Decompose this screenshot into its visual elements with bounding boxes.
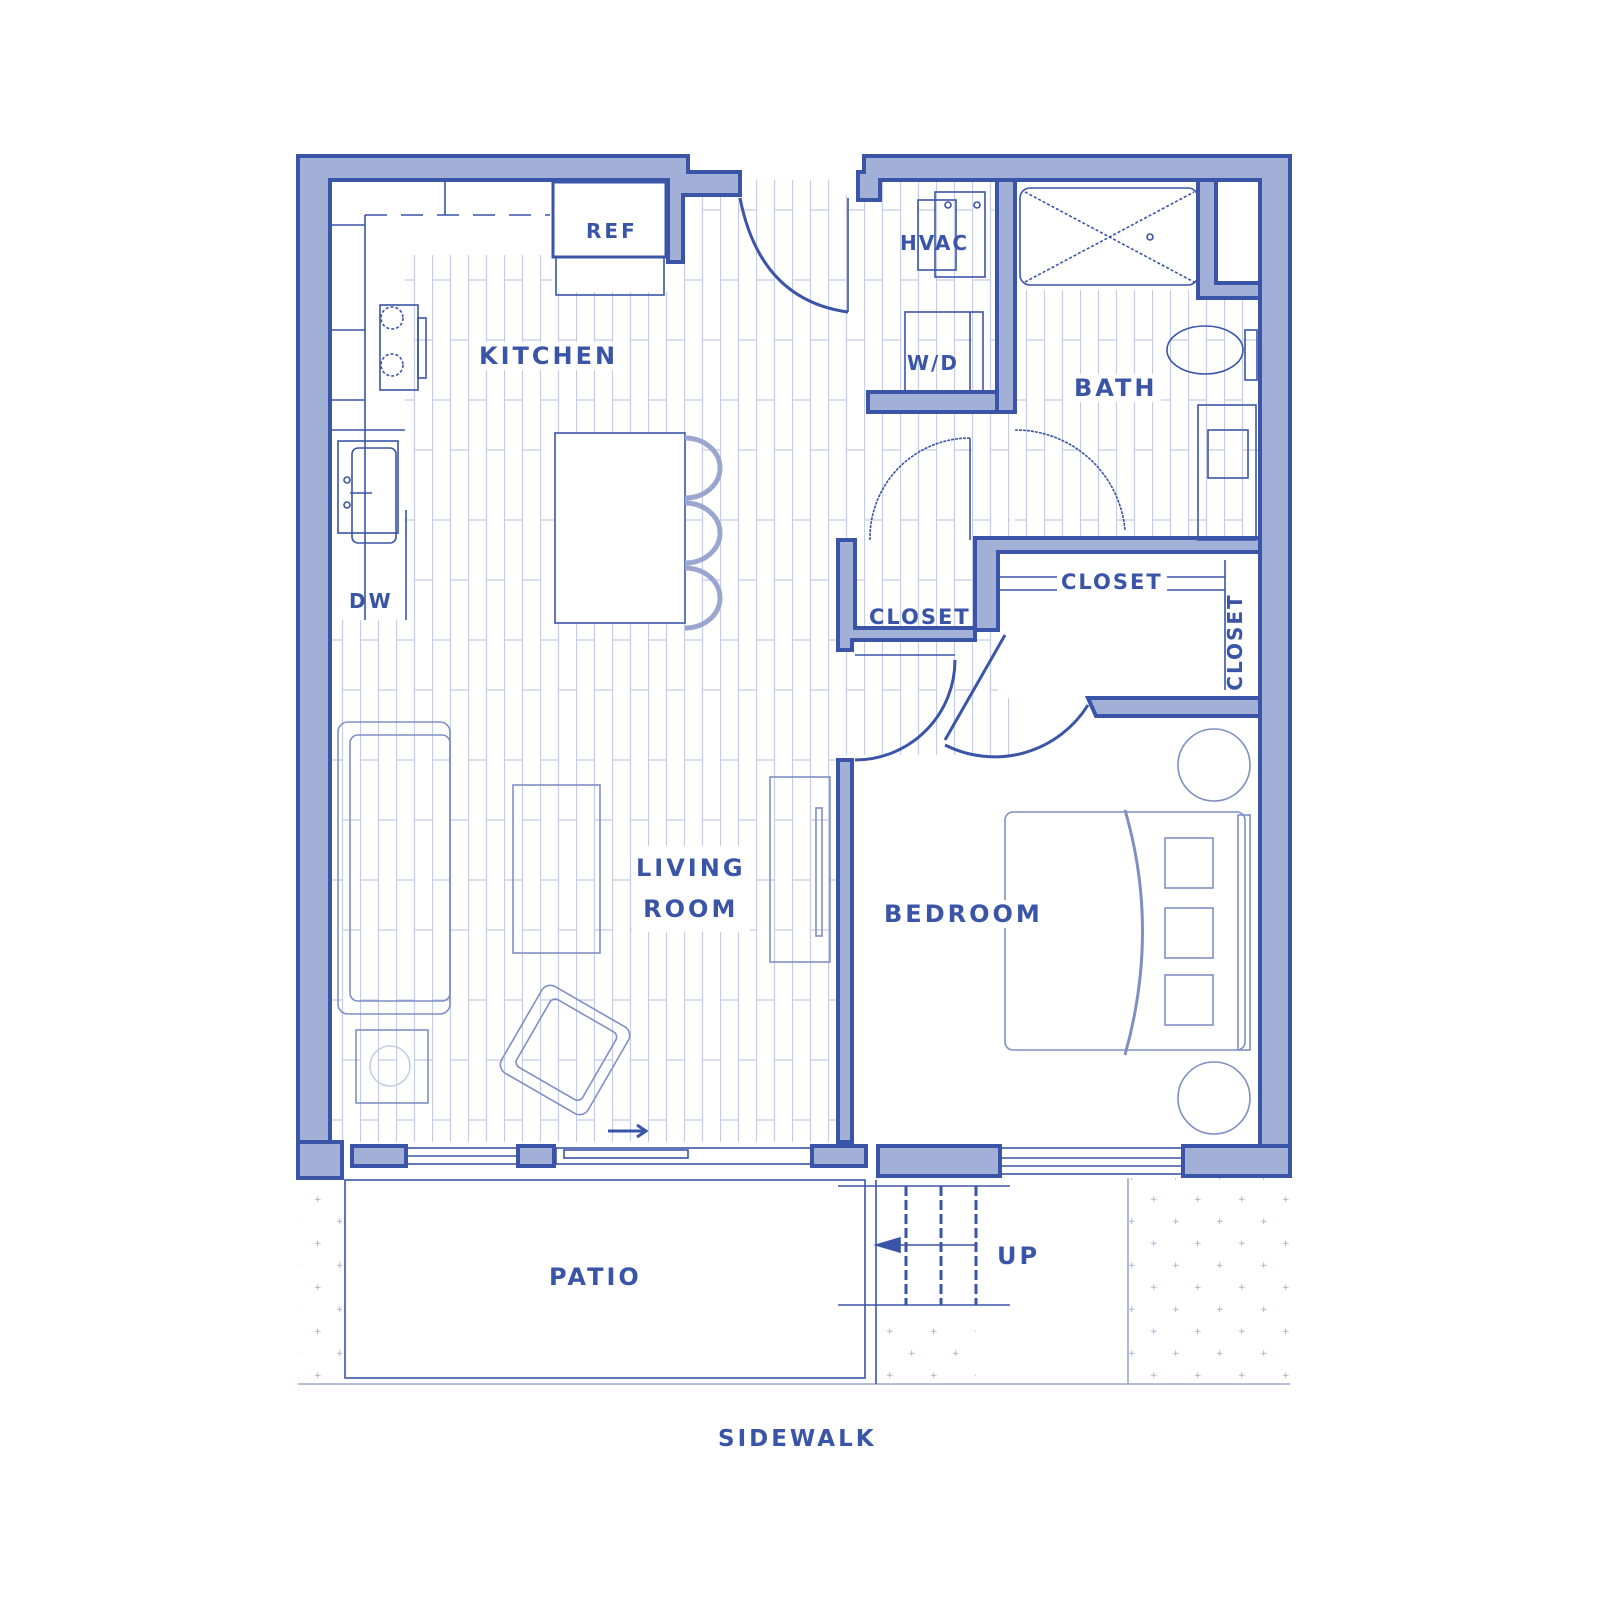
walls (296, 154, 1292, 1180)
room-label-room: ROOM (643, 895, 739, 923)
room-label-closet-hall: CLOSET (869, 605, 971, 629)
room-label-bedroom: BEDROOM (880, 900, 1047, 928)
room-label-bath: BATH (1070, 374, 1162, 402)
room-label-kitchen: KITCHEN (475, 342, 623, 370)
floor-areas (298, 180, 1290, 1383)
room-label-closet-walkin: CLOSET (1057, 570, 1167, 595)
room-label-wd: W/D (907, 351, 959, 375)
room-label-closet-side: CLOSET (1223, 593, 1247, 691)
room-label-living: LIVING (636, 854, 746, 882)
room-label-hvac: HVAC (900, 231, 970, 255)
area-label-sidewalk: SIDEWALK (714, 1426, 881, 1453)
fixtures (296, 178, 1290, 1385)
room-label-patio: PATIO (545, 1263, 646, 1291)
stairs-label-up: UP (993, 1242, 1045, 1270)
room-label-ref: REF (582, 219, 642, 243)
room-label-living-room: LIVING ROOM (632, 846, 750, 932)
room-label-dw: DW (349, 589, 394, 613)
